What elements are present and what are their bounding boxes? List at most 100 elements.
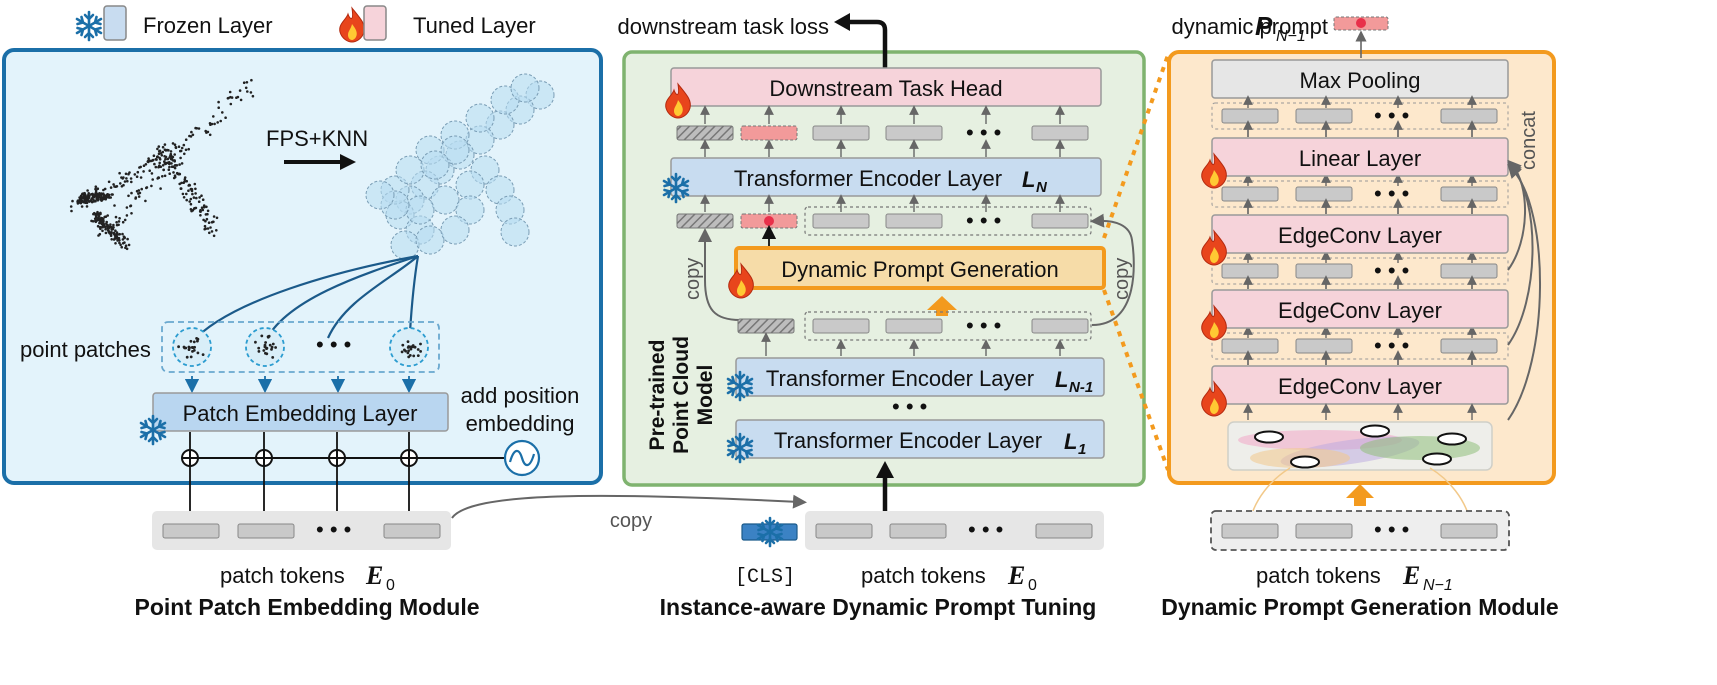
token: [1221, 263, 1279, 279]
point: [118, 217, 121, 220]
point: [229, 102, 233, 106]
point: [407, 345, 411, 349]
token-ellipsis: • • •: [316, 517, 351, 542]
point: [119, 182, 122, 185]
copy-bottom-label: copy: [610, 510, 652, 532]
linear-layer-label: Linear Layer: [1299, 146, 1421, 171]
point: [154, 165, 158, 169]
point: [228, 90, 232, 94]
middle-patch-tokens-sub: 0: [1028, 577, 1037, 594]
point: [128, 171, 131, 174]
point: [238, 89, 242, 92]
downstream-task-head: [670, 67, 1102, 107]
encoder-n1-output-arrows: [761, 332, 1065, 356]
point: [115, 233, 119, 236]
point: [205, 205, 208, 209]
copy-left-arrow: [698, 228, 741, 321]
patches-ellipsis: • • •: [316, 332, 351, 357]
point: [229, 95, 232, 99]
pretrained-label-line2: Point Cloud: [670, 336, 693, 454]
point: [219, 119, 222, 123]
point: [216, 121, 219, 124]
point: [213, 122, 216, 126]
point: [95, 196, 98, 200]
encoder-1-sub: 1: [1078, 441, 1086, 458]
point: [147, 157, 150, 160]
point: [192, 196, 196, 199]
point: [178, 172, 182, 176]
patched-airplane: [365, 73, 555, 260]
point: [163, 160, 166, 163]
point: [157, 152, 161, 156]
point: [260, 334, 264, 338]
point: [165, 148, 169, 152]
point: [416, 348, 420, 351]
point: [150, 172, 154, 175]
point: [172, 171, 175, 174]
point: [142, 164, 146, 167]
patch-circle: [500, 217, 530, 247]
point: [164, 157, 167, 161]
right-patch-tokens-sub: N−1: [1423, 577, 1453, 594]
flame-icon: [339, 7, 365, 43]
point: [181, 192, 185, 196]
middle-patch-tokens-label: patch tokens: [861, 563, 986, 588]
point: [197, 127, 201, 130]
point: [209, 226, 212, 229]
point: [180, 162, 184, 165]
patch-embedding-layer: [152, 392, 449, 432]
point: [139, 176, 143, 179]
point: [201, 198, 205, 201]
left-patch-tokens-symbol: E: [365, 561, 383, 590]
legend: Frozen Layer Tuned Layer: [75, 5, 536, 43]
point: [130, 191, 133, 195]
point: [189, 197, 193, 201]
point: [158, 149, 162, 153]
copy-left-label: copy: [682, 258, 704, 300]
point: [121, 220, 125, 224]
point: [137, 195, 141, 198]
patch-circle: [455, 170, 485, 200]
point: [212, 215, 216, 218]
point: [195, 196, 198, 200]
point: [71, 199, 74, 203]
point: [180, 146, 184, 150]
point: [204, 227, 207, 230]
dynamic-prompt-sub: N−1: [1276, 28, 1306, 45]
point: [161, 175, 164, 178]
point: [123, 218, 127, 222]
point: [158, 164, 161, 167]
point: [93, 217, 97, 221]
point: [109, 186, 113, 189]
point: [126, 237, 129, 241]
point: [194, 192, 197, 195]
point: [137, 189, 141, 192]
token-ellipsis: • • •: [966, 313, 1001, 338]
point: [153, 162, 156, 166]
cls-label: [CLS]: [735, 566, 795, 589]
point: [205, 217, 209, 221]
token: [1440, 338, 1498, 354]
encoder-n1-label: Transformer Encoder Layer: [766, 366, 1034, 391]
patch-circle: [455, 195, 485, 225]
cls-token: [737, 318, 795, 334]
token: [1221, 523, 1279, 539]
patch-circle: [390, 230, 420, 260]
point: [184, 148, 188, 152]
point: [111, 227, 115, 231]
token: [1221, 108, 1279, 124]
point: [189, 355, 193, 359]
patch-circle: [430, 185, 460, 215]
point: [158, 161, 161, 165]
prompt-token: [740, 125, 798, 141]
copy-right-arrow: [1090, 213, 1135, 326]
point: [164, 162, 167, 166]
point: [140, 187, 143, 191]
graph-input-arrow: [1346, 484, 1374, 506]
point: [274, 346, 277, 349]
max-pooling-layer: [1211, 59, 1509, 99]
point: [419, 350, 422, 353]
point: [160, 154, 164, 157]
token: [1440, 108, 1498, 124]
point: [162, 168, 165, 172]
